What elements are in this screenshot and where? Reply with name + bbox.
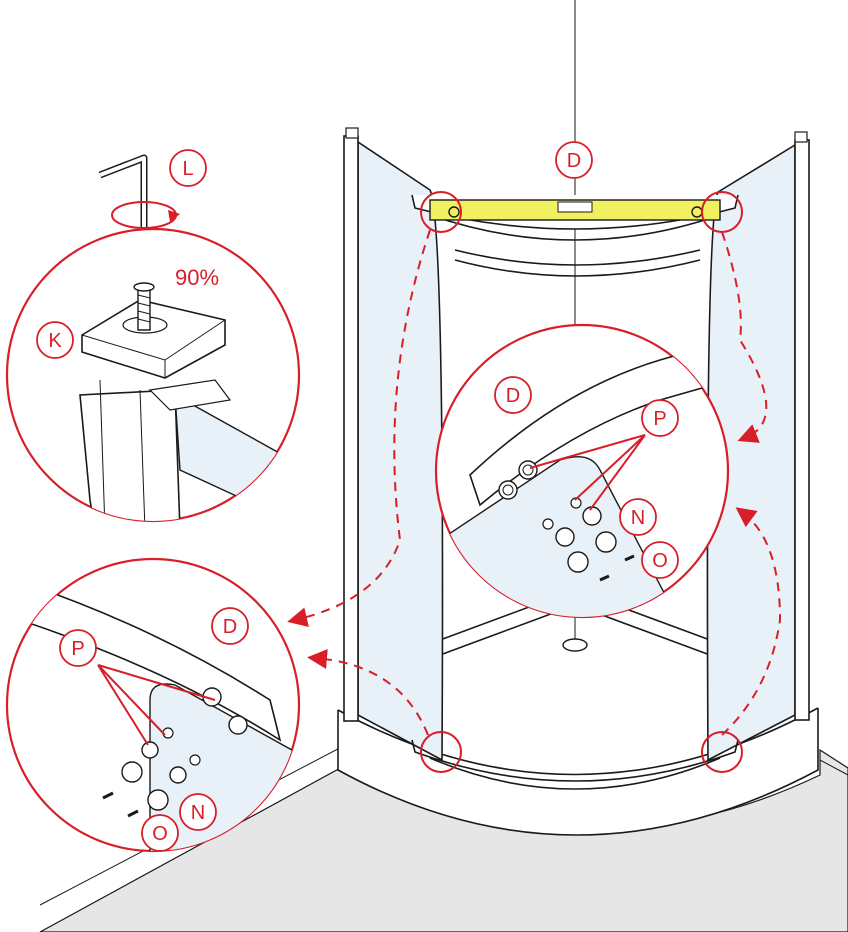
svg-text:D: D [506, 385, 520, 407]
arrow-bottom-left-to-detail [307, 649, 429, 736]
svg-text:P: P [653, 408, 666, 430]
bottom-left-detail-marker [420, 731, 462, 773]
svg-text:D: D [567, 150, 581, 172]
right-wall-profile [794, 139, 810, 721]
top-left-detail-marker [420, 191, 462, 233]
right-glass-panel [706, 131, 810, 762]
svg-text:K: K [48, 330, 62, 352]
spirit-level-icon [429, 199, 721, 221]
detail-k-top-clamp: K 90% [5, 227, 301, 523]
rotation-arrow-icon [111, 201, 180, 229]
pointer-lines-p-left [97, 664, 216, 746]
arrow-top-left-to-detail [287, 229, 431, 627]
svg-text:D: D [223, 616, 237, 638]
svg-text:P: P [71, 638, 84, 660]
detail-right-top-rail: D P N O [434, 323, 730, 619]
svg-text:L: L [182, 158, 193, 180]
callout-d-main: D [555, 141, 593, 179]
detail-left-bottom-rail: D P N O [5, 557, 301, 853]
pointer-lines-p-right [529, 434, 646, 511]
callout-l: L [169, 149, 207, 187]
left-glass-panel [343, 127, 444, 762]
svg-text:N: N [191, 802, 205, 824]
bottom-right-detail-marker [701, 731, 743, 773]
arrow-bottom-right-to-detail [721, 507, 782, 736]
arrow-top-right-to-detail [721, 231, 768, 443]
svg-text:O: O [652, 550, 668, 572]
svg-text:O: O [152, 823, 168, 845]
drain [562, 638, 588, 652]
left-wall-profile [343, 135, 359, 722]
rotation-value: 90% [175, 265, 219, 290]
svg-text:N: N [631, 507, 645, 529]
